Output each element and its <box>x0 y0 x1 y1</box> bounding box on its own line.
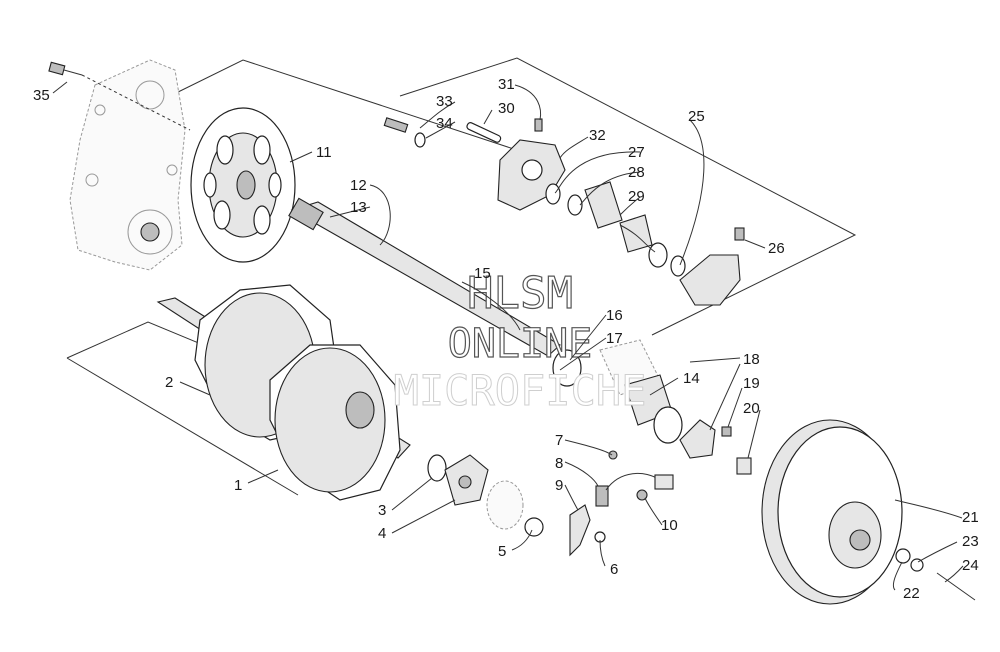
callout-12: 12 <box>350 177 367 194</box>
callout-17: 17 <box>606 330 623 347</box>
callout-23: 23 <box>962 533 979 550</box>
driven-clutch-icon <box>761 419 976 605</box>
callout-13: 13 <box>350 199 367 216</box>
callout-24: 24 <box>962 557 979 574</box>
callout-7: 7 <box>555 432 563 449</box>
bearing-plates-icon <box>552 339 752 475</box>
callout-35: 35 <box>33 87 50 104</box>
callout-29: 29 <box>628 188 645 205</box>
sprocket-shaft-icon <box>156 284 411 501</box>
callout-16: 16 <box>606 307 623 324</box>
callout-6: 6 <box>610 561 618 578</box>
callout-10: 10 <box>661 517 678 534</box>
speed-sensor-icon <box>569 450 674 557</box>
gearcase-housing <box>69 59 186 271</box>
callout-4: 4 <box>378 525 386 542</box>
bearing-housing-icon <box>427 454 544 537</box>
callout-27: 27 <box>628 144 645 161</box>
bolt-35-icon <box>48 61 191 131</box>
callout-33: 33 <box>436 93 453 110</box>
callout-1: 1 <box>234 477 242 494</box>
callout-30: 30 <box>498 100 515 117</box>
brake-group-frame <box>66 57 857 496</box>
callout-34: 34 <box>436 115 453 132</box>
caliper-assembly-icon <box>383 117 745 306</box>
callout-32: 32 <box>589 127 606 144</box>
callout-25: 25 <box>688 108 705 125</box>
callout-26: 26 <box>768 240 785 257</box>
watermark-line1: HLSM <box>467 268 573 319</box>
callout-5: 5 <box>498 543 506 560</box>
callout-8: 8 <box>555 455 563 472</box>
callout-3: 3 <box>378 502 386 519</box>
watermark-line2: ONLINE <box>448 321 593 367</box>
callout-28: 28 <box>628 164 645 181</box>
callout-31: 31 <box>498 76 515 93</box>
leader-lines <box>52 81 964 591</box>
callout-11: 11 <box>316 144 332 161</box>
brake-disc-icon <box>190 107 296 263</box>
callout-18: 18 <box>743 351 760 368</box>
callout-22: 22 <box>903 585 920 602</box>
callout-2: 2 <box>165 374 173 391</box>
callout-20: 20 <box>743 400 760 417</box>
drive-shaft-icon <box>288 197 561 357</box>
callout-14: 14 <box>683 370 700 387</box>
callout-9: 9 <box>555 477 563 494</box>
callout-15: 15 <box>474 265 491 282</box>
callout-19: 19 <box>743 375 760 392</box>
watermark-line3: MICROFICHE <box>394 366 647 415</box>
callout-21: 21 <box>962 509 979 526</box>
